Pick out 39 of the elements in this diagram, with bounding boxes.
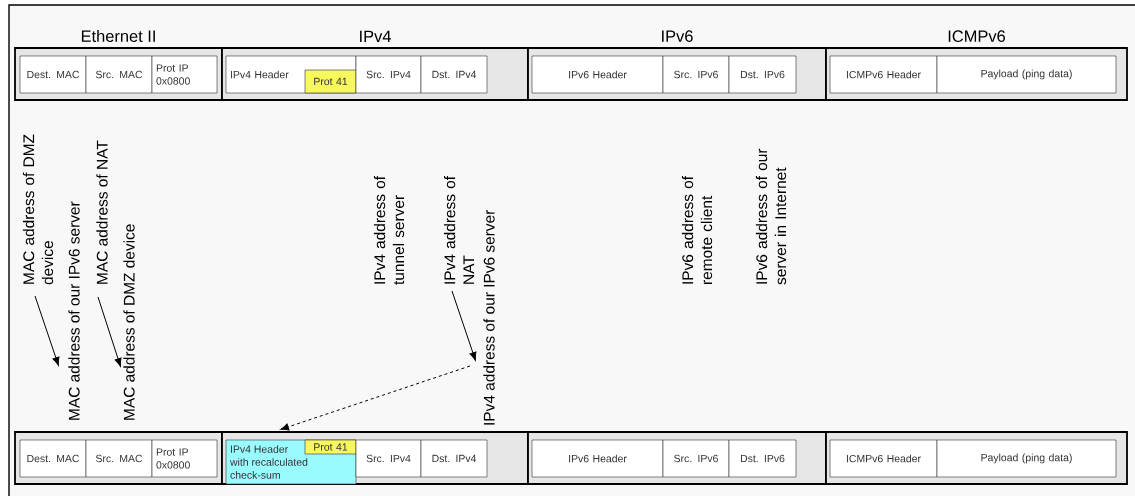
field-cell: ICMPv6 Header — [829, 439, 938, 478]
field-cell: Src. IPv6 — [662, 439, 730, 478]
arrow — [97, 296, 122, 367]
field-cell: Src. IPv4 — [355, 55, 422, 94]
field-highlight: Prot 41 — [304, 439, 357, 455]
annotation-text: IPv6 address of our server in Internet — [755, 148, 787, 285]
node-label: IPv4 — [360, 30, 391, 42]
field-cell: Payload (ping data) — [936, 55, 1117, 94]
annotation-text: MAC address of DMZ device — [22, 134, 54, 285]
field-cell: Payload (ping data) — [936, 439, 1117, 478]
annotation-text: IPv4 address of our IPv6 server — [483, 210, 495, 425]
annotation-text: MAC address of DMZ device — [123, 224, 135, 420]
field-cell: ICMPv6 Header — [829, 55, 938, 94]
field-highlight: Prot 41 — [304, 69, 357, 94]
dashed-arrow — [280, 365, 471, 431]
field-cell: Dst. IPv6 — [728, 55, 797, 94]
arrow — [34, 295, 60, 366]
field-cell: Src. MAC — [85, 55, 153, 94]
annotation-text: IPv4 address of NAT — [443, 176, 475, 284]
annotation-text: MAC address of our IPv6 server — [68, 201, 80, 420]
node-label: IPv6 — [662, 30, 693, 42]
node-label: Ethernet II — [81, 29, 155, 42]
field-cell: Src. MAC — [85, 439, 153, 478]
field-cell: IPv6 Header — [531, 439, 664, 478]
annotation-text: MAC address of NAT — [96, 140, 108, 284]
field-cell: Prot IP 0x0800 — [151, 55, 218, 94]
annotation-text: IPv4 address of tunnel server — [373, 176, 405, 285]
field-cell: Src. IPv6 — [662, 55, 730, 94]
field-cell: Dst. IPv4 — [420, 55, 488, 94]
field-cell: Dest. MAC — [19, 55, 87, 94]
field-cell: Dest. MAC — [19, 439, 87, 478]
field-cell: Prot IP 0x0800 — [151, 439, 218, 478]
field-cell: Src. IPv4 — [355, 439, 422, 478]
annotation-text: IPv6 address of remote client — [681, 176, 713, 284]
field-cell: Dst. IPv4 — [420, 439, 488, 478]
arrow — [451, 290, 477, 361]
field-cell: Dst. IPv6 — [728, 439, 797, 478]
field-cell: IPv6 Header — [531, 55, 664, 94]
node-label: ICMPv6 — [948, 30, 1006, 42]
